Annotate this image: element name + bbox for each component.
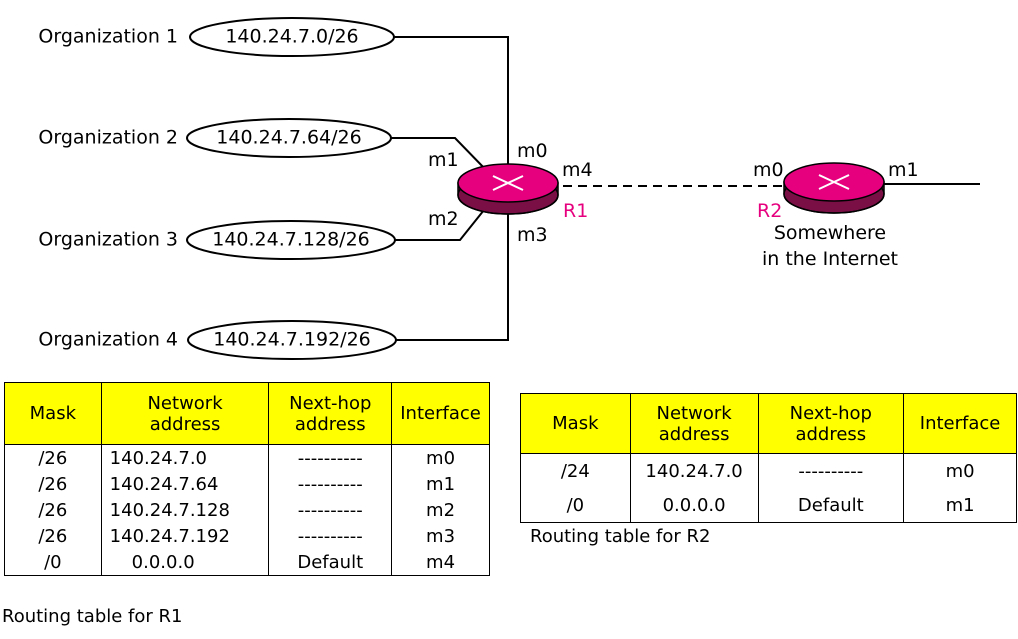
- org-label: Organization 1: [38, 26, 178, 48]
- cell-interface: m1: [903, 488, 1017, 523]
- cell-interface: m4: [391, 549, 490, 576]
- r2-location-line1: Somewhere: [774, 222, 886, 244]
- cell-mask: /26: [4, 497, 102, 523]
- table-row: /0 0.0.0.0 Default m1: [520, 488, 1017, 523]
- routing-table-r2-caption: Routing table for R2: [530, 526, 711, 547]
- network-ellipse: [187, 320, 397, 360]
- cell-network: 140.24.7.64: [100, 471, 270, 497]
- routing-table-r1-caption: Routing table for R1: [2, 606, 183, 627]
- cell-next-hop: ----------: [268, 444, 393, 471]
- r2-port-m0-label: m0: [753, 159, 784, 181]
- cell-mask: /0: [4, 549, 102, 576]
- cell-network: 140.24.7.0: [100, 444, 270, 471]
- router-icon: [783, 162, 885, 214]
- table-row: /26 140.24.7.64 ---------- m1: [4, 471, 490, 497]
- r1-port-m2-label: m2: [428, 208, 459, 230]
- cell-network: 0.0.0.0: [629, 488, 759, 523]
- network-ellipse: [186, 118, 392, 158]
- cell-next-hop: ----------: [268, 471, 393, 497]
- cell-network: 140.24.7.0: [629, 453, 759, 488]
- r1-port-m4-label: m4: [562, 159, 593, 181]
- cell-next-hop: ----------: [757, 453, 905, 488]
- router-r1: m0 m1 m2 m3 m4 R1: [428, 140, 593, 246]
- cell-interface: m1: [391, 471, 490, 497]
- org-3: Organization 3 140.24.7.128/26: [38, 220, 396, 260]
- cell-mask: /0: [520, 488, 631, 523]
- cell-interface: m2: [391, 497, 490, 523]
- cell-mask: /24: [520, 453, 631, 488]
- network-address: 140.24.7.128/26: [212, 229, 370, 251]
- cell-interface: m3: [391, 523, 490, 549]
- cell-next-hop: Default: [757, 488, 905, 523]
- org-label: Organization 4: [38, 329, 178, 351]
- router-icon: [457, 163, 559, 215]
- cell-interface: m0: [903, 453, 1017, 488]
- network-address: 140.24.7.0/26: [225, 26, 358, 48]
- table-row: /26 140.24.7.128 ---------- m2: [4, 497, 490, 523]
- org-4: Organization 4 140.24.7.192/26: [38, 320, 397, 360]
- org-2: Organization 2 140.24.7.64/26: [38, 118, 392, 158]
- org-label: Organization 3: [38, 229, 178, 251]
- org-1: Organization 1 140.24.7.0/26: [38, 17, 395, 57]
- links: [380, 36, 980, 341]
- cell-mask: /26: [4, 444, 102, 471]
- cell-next-hop: Default: [268, 549, 393, 576]
- cell-interface: m0: [391, 444, 490, 471]
- network-address: 140.24.7.64/26: [216, 127, 361, 149]
- link-org4-r1: [386, 205, 509, 341]
- cell-next-hop: ----------: [268, 523, 393, 549]
- network-ellipse: [189, 17, 395, 57]
- cell-network: 0.0.0.0: [100, 549, 270, 576]
- network-address: 140.24.7.192/26: [213, 329, 371, 351]
- table-row: /26 140.24.7.192 ---------- m3: [4, 523, 490, 549]
- r2-port-m1-label: m1: [888, 159, 919, 181]
- header-interface: Interface: [391, 382, 490, 445]
- cell-network: 140.24.7.192: [100, 523, 270, 549]
- header-mask: Mask: [520, 393, 631, 454]
- r2-location-line2: in the Internet: [762, 248, 898, 270]
- table-row: /0 0.0.0.0 Default m4: [4, 549, 490, 576]
- r1-port-m0-label: m0: [517, 140, 548, 162]
- header-mask: Mask: [4, 382, 102, 445]
- table-row: /24 140.24.7.0 ---------- m0: [520, 453, 1017, 488]
- org-label: Organization 2: [38, 127, 178, 149]
- r1-name-label: R1: [563, 200, 588, 222]
- table-row: /26 140.24.7.0 ---------- m0: [4, 444, 490, 471]
- link-org3-r1: [385, 204, 489, 241]
- cell-mask: /26: [4, 471, 102, 497]
- network-diagram: Organization 1 140.24.7.0/26 Organizatio…: [38, 17, 980, 360]
- r2-name-label: R2: [757, 200, 782, 222]
- network-ellipse: [186, 220, 396, 260]
- header-interface: Interface: [903, 393, 1017, 454]
- router-r2: m0 m1 R2 Somewhere in the Internet: [753, 159, 919, 270]
- r1-port-m1-label: m1: [428, 149, 459, 171]
- r1-port-m3-label: m3: [517, 224, 548, 246]
- link-org1-r1: [384, 36, 509, 172]
- cell-next-hop: ----------: [268, 497, 393, 523]
- cell-mask: /26: [4, 523, 102, 549]
- link-org2-r1: [380, 137, 489, 173]
- cell-network: 140.24.7.128: [100, 497, 270, 523]
